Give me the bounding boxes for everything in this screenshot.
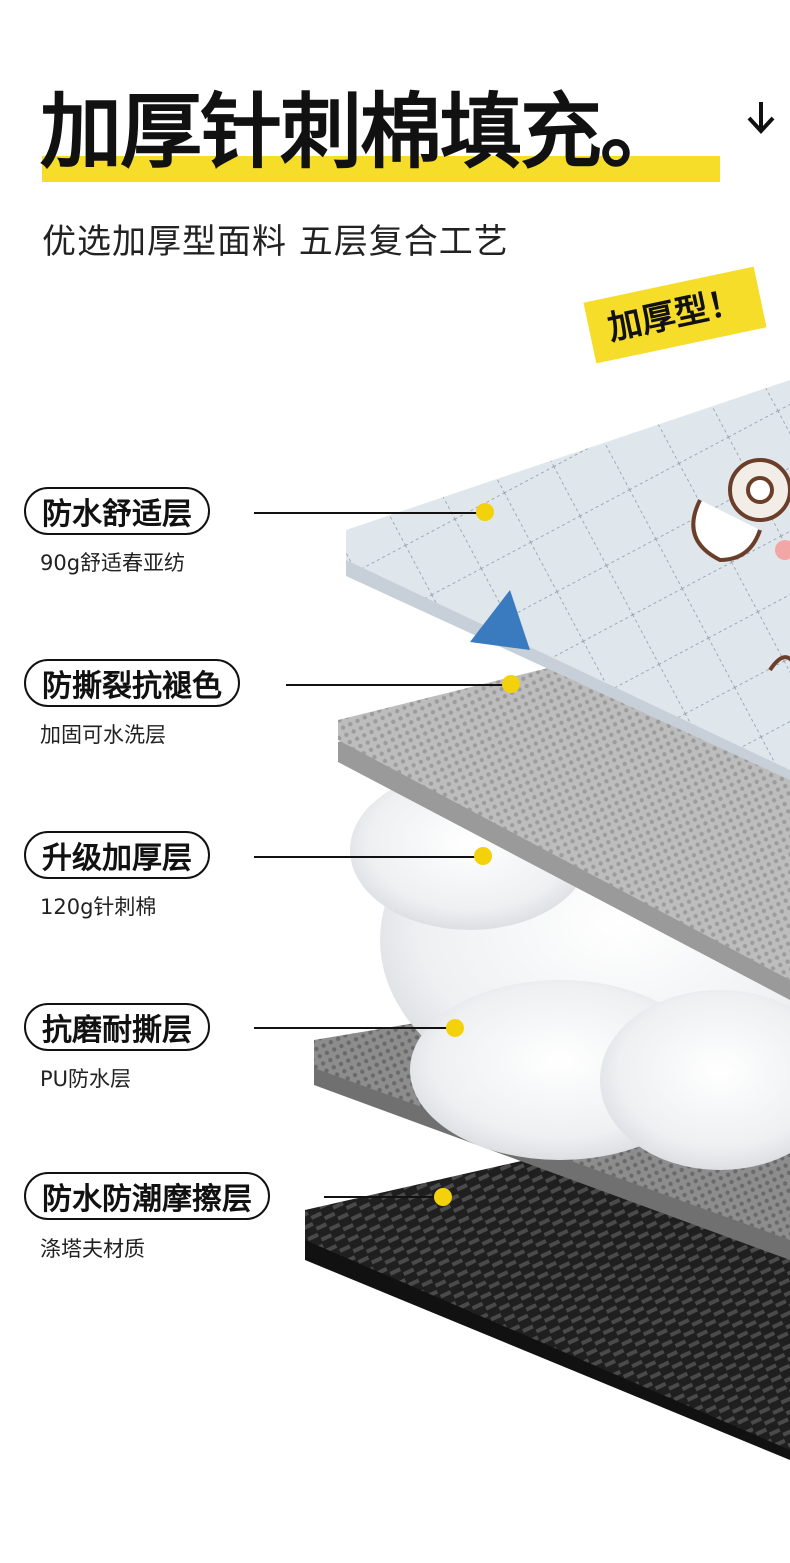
layer-subtitle: 120g针刺棉	[40, 895, 157, 919]
marker-dot	[476, 503, 494, 521]
material-layers-illustration	[0, 380, 790, 1563]
headline-highlight	[42, 156, 720, 182]
leader-line	[254, 1027, 450, 1029]
layer-subtitle: 90g舒适春亚纺	[40, 551, 186, 575]
leader-line	[324, 1196, 436, 1198]
marker-dot	[446, 1019, 464, 1037]
layer-title: 防水舒适层	[24, 487, 210, 535]
subheading: 优选加厚型面料 五层复合工艺	[42, 222, 509, 262]
headline: 加厚针刺棉填充。	[40, 85, 682, 180]
marker-dot	[474, 847, 492, 865]
layer-title: 升级加厚层	[24, 831, 210, 879]
leader-line	[254, 856, 476, 858]
thick-badge: 加厚型！	[583, 266, 767, 364]
layer-title: 抗磨耐撕层	[24, 1003, 210, 1051]
layer-1-fabric	[346, 380, 790, 780]
headline-block: 加厚针刺棉填充。	[40, 78, 740, 188]
layer-title: 防水防潮摩擦层	[24, 1172, 270, 1220]
marker-dot	[502, 675, 520, 693]
badge-text: 加厚型！	[604, 281, 746, 349]
layer-title: 防撕裂抗褪色	[24, 659, 240, 707]
arrow-down-icon	[747, 102, 775, 134]
layer-subtitle: 加固可水洗层	[40, 723, 166, 747]
marker-dot	[434, 1188, 452, 1206]
layer-subtitle: PU防水层	[40, 1067, 132, 1091]
leader-line	[254, 512, 482, 514]
leader-line	[286, 684, 504, 686]
layer-subtitle: 涤塔夫材质	[40, 1237, 145, 1261]
